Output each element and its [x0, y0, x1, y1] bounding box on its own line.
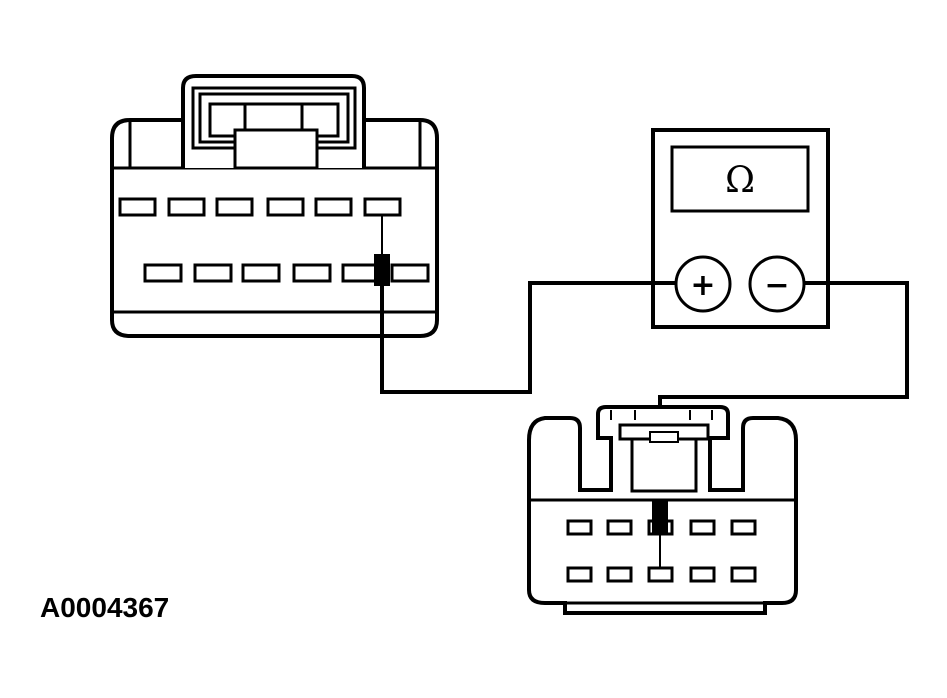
left-connector-bottom-pins: [143, 263, 430, 283]
ohm-symbol: Ω: [725, 160, 755, 201]
ohmmeter: Ω + −: [651, 128, 830, 329]
right-test-probe: [652, 499, 668, 568]
positive-symbol: +: [690, 268, 715, 303]
ohmmeter-display: [670, 145, 810, 213]
negative-symbol: −: [764, 268, 789, 303]
figure-id-label: A0004367: [40, 592, 170, 623]
positive-lead-wire: [380, 281, 676, 394]
left-test-probe: [374, 215, 390, 286]
right-connector-bottom-pins: [566, 566, 757, 583]
left-connector-top-pins: [118, 197, 402, 217]
right-connector-top-pins: [566, 519, 757, 536]
left-connector: [110, 74, 439, 338]
